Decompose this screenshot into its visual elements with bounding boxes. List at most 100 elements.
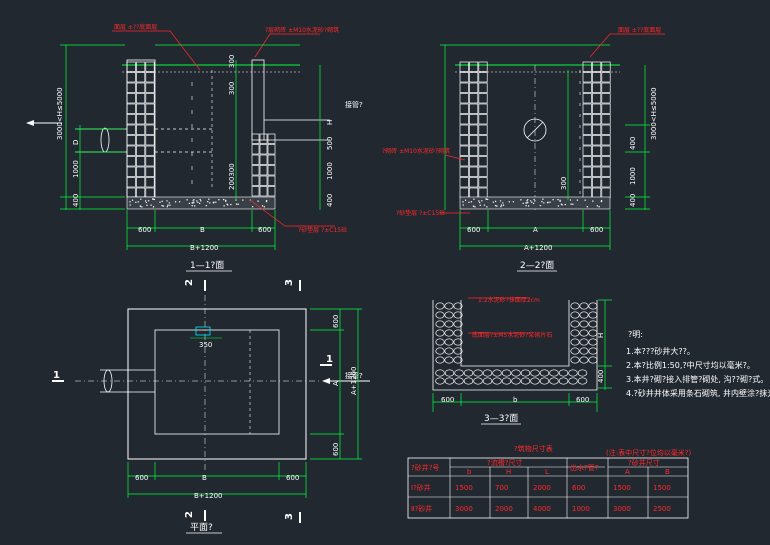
- gravel-dot: [225, 200, 227, 202]
- brick: [126, 124, 136, 135]
- brick: [601, 145, 611, 156]
- table-cell: 2000: [495, 505, 513, 513]
- stone: [588, 311, 598, 319]
- plan-title: 平面?: [190, 522, 213, 533]
- gravel-dot: [131, 199, 134, 201]
- stone: [588, 320, 598, 328]
- table-sub-b: b: [467, 468, 472, 476]
- brick: [469, 114, 479, 125]
- stone: [558, 369, 569, 377]
- cut-mark-3-top: 3: [284, 279, 295, 286]
- gravel-dot: [557, 198, 559, 201]
- brick: [126, 177, 136, 188]
- gravel-dot: [494, 204, 497, 207]
- brick: [582, 124, 592, 135]
- gravel-dot: [227, 204, 229, 206]
- brick: [478, 124, 488, 135]
- note-left-top: 面层 ±??底面层: [114, 23, 157, 31]
- brick: [459, 187, 469, 198]
- gravel-dot: [174, 201, 177, 203]
- gravel-dot: [527, 205, 530, 207]
- gravel-dot: [169, 204, 171, 206]
- stone: [435, 369, 445, 377]
- brick: [267, 133, 276, 144]
- stone: [579, 302, 589, 310]
- right-brick-grid-2: [582, 61, 611, 198]
- gravel-dot: [261, 205, 264, 207]
- brick: [126, 145, 136, 156]
- dim2-600b: 600: [590, 226, 603, 234]
- brick: [582, 72, 592, 83]
- dim-D: D: [72, 140, 80, 145]
- gravel-dot: [478, 200, 480, 202]
- stone: [549, 377, 559, 385]
- dim-500: 500: [326, 137, 334, 150]
- gravel-dot: [525, 202, 527, 204]
- gravel-dot: [592, 200, 594, 202]
- table-cell: 1500: [455, 484, 473, 492]
- gravel-dot: [542, 198, 544, 200]
- brick: [469, 177, 479, 188]
- brick: [592, 114, 602, 125]
- gravel-dot: [526, 200, 528, 202]
- brick: [145, 72, 155, 83]
- brick: [126, 72, 136, 83]
- gravel-dot: [141, 206, 143, 208]
- brick: [601, 103, 611, 114]
- table-sub-A: A: [625, 468, 630, 476]
- gravel-dot: [191, 205, 193, 207]
- brick: [469, 156, 479, 167]
- brick: [126, 103, 136, 114]
- stone: [454, 377, 464, 385]
- left-brick-grid: [126, 61, 155, 198]
- brick: [592, 187, 602, 198]
- gravel-dot: [500, 205, 502, 208]
- brick: [136, 72, 146, 83]
- table-header-type: ?砂井?号: [411, 463, 439, 472]
- stone: [501, 369, 512, 377]
- plan-dim-600c: 600: [332, 315, 340, 328]
- brick: [251, 133, 260, 144]
- brick: [478, 177, 488, 188]
- stone: [453, 356, 463, 364]
- brick: [469, 166, 479, 177]
- stone: [453, 329, 463, 337]
- table-cell: 2000: [533, 484, 551, 492]
- gravel-dot: [178, 201, 181, 203]
- brick: [267, 154, 276, 165]
- brick: [582, 177, 592, 188]
- brick: [601, 82, 611, 93]
- gravel-dot: [527, 199, 529, 201]
- stone: [492, 377, 502, 385]
- brick: [592, 93, 602, 104]
- gravel-dot: [572, 203, 574, 205]
- table-cell: 3000: [613, 505, 631, 513]
- gravel-dot: [478, 201, 481, 204]
- gravel-dot: [564, 203, 566, 206]
- plan-dim-A: A: [332, 381, 340, 386]
- brick: [136, 177, 146, 188]
- gravel-bed: [129, 198, 268, 208]
- gravel-dot: [144, 200, 147, 202]
- section-3-3-title: 3—3?面: [484, 413, 518, 424]
- brick: [126, 187, 136, 198]
- gravel-dot: [549, 201, 551, 203]
- stone: [588, 347, 598, 355]
- gravel-dot: [196, 200, 198, 202]
- dim-1000-right: 1000: [326, 162, 334, 180]
- gravel-dot: [561, 204, 563, 206]
- dim-200300: 200300: [228, 163, 236, 190]
- brick: [469, 187, 479, 198]
- table-cell: Ⅰ?砂井: [411, 483, 431, 492]
- stone: [435, 377, 445, 385]
- flow-out-label: 接管?: [345, 371, 363, 380]
- gravel-dot: [139, 205, 142, 208]
- stone: [558, 377, 569, 385]
- table-header-pipe: 出水?管?: [570, 463, 599, 472]
- brick: [145, 166, 155, 177]
- brick: [136, 135, 146, 146]
- table-cell: 600: [572, 484, 585, 492]
- stone: [579, 356, 589, 364]
- brick: [251, 154, 260, 165]
- table-cell: 1000: [572, 505, 590, 513]
